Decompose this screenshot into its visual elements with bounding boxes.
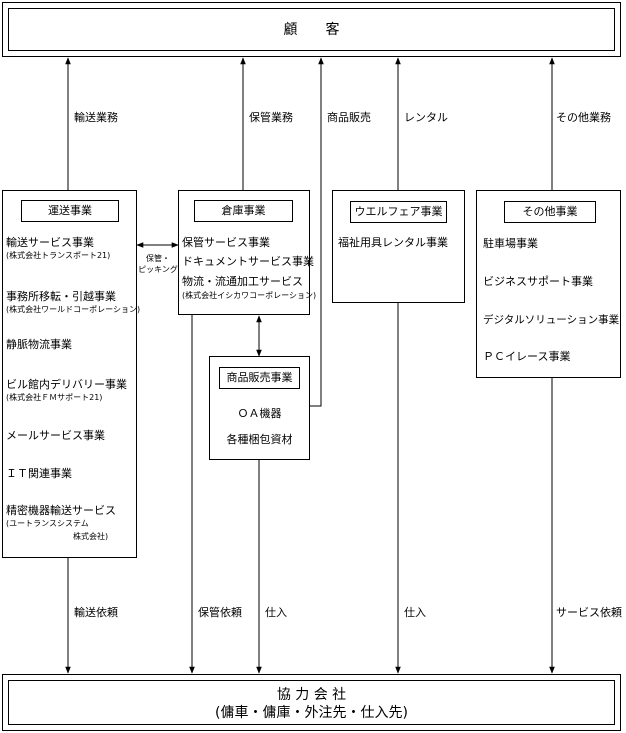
warehouse-item-1: 保管サービス事業 bbox=[182, 236, 270, 249]
transport-item-2-sub: (株式会社ワールドコーポレーション) bbox=[6, 305, 141, 314]
flow-label-transport-down: 輸送依頼 bbox=[74, 606, 118, 620]
other-item-3: デジタルソリューション事業 bbox=[483, 314, 620, 326]
transport-business-title: 運送事業 bbox=[21, 200, 119, 222]
warehouse-business-box: 倉庫事業 保管サービス事業 ドキュメントサービス事業 物流・流通加工サービス (… bbox=[178, 190, 316, 315]
link-label-line2: ピッキング bbox=[138, 265, 178, 274]
transport-item-2: 事務所移転・引越事業 bbox=[6, 290, 116, 303]
welfare-business-box: ウエルフェア事業 福祉用具レンタル事業 bbox=[332, 190, 465, 303]
flow-label-rental-up: レンタル bbox=[404, 111, 448, 125]
warehouse-item-3-sub: (株式会社イシカワコーポレーション) bbox=[182, 291, 317, 300]
transport-item-5: メールサービス事業 bbox=[6, 429, 105, 442]
warehouse-business-title: 倉庫事業 bbox=[194, 200, 293, 222]
arrow-sales-to-customer bbox=[310, 57, 324, 407]
other-item-1: 駐車場事業 bbox=[483, 237, 538, 250]
flow-label-transport-up: 輸送業務 bbox=[74, 111, 118, 125]
sales-business-title: 商品販売事業 bbox=[219, 367, 300, 389]
sales-business-box: 商品販売事業 ＯＡ機器 各種梱包資材 bbox=[209, 356, 310, 460]
flow-label-purchase-welfare: 仕入 bbox=[404, 606, 426, 620]
sales-item-1: ＯＡ機器 bbox=[237, 407, 282, 420]
partner-subtitle: (傭車・傭庫・外注先・仕入先) bbox=[215, 705, 408, 721]
transport-item-4-sub: (株式会社ＦＭサポート21) bbox=[6, 393, 103, 402]
welfare-item-1: 福祉用具レンタル事業 bbox=[338, 236, 448, 249]
transport-business-box: 運送事業 輸送サービス事業 (株式会社トランスポート21) 事務所移転・引越事業… bbox=[2, 190, 141, 558]
flow-label-storage-down: 保管依頼 bbox=[198, 606, 242, 620]
partner-box: 協 力 会 社 (傭車・傭庫・外注先・仕入先) bbox=[2, 674, 621, 731]
customer-label: 顧 客 bbox=[283, 22, 340, 38]
welfare-business-title: ウエルフェア事業 bbox=[350, 201, 447, 223]
flow-label-storage-up: 保管業務 bbox=[249, 111, 293, 125]
flow-label-purchase-sales: 仕入 bbox=[265, 606, 287, 620]
warehouse-item-2: ドキュメントサービス事業 bbox=[182, 255, 314, 268]
flow-label-other-up: その他業務 bbox=[556, 111, 611, 125]
transport-item-4: ビル館内デリバリー事業 bbox=[6, 378, 127, 391]
transport-item-7: 精密機器輸送サービス bbox=[6, 504, 116, 517]
customer-box: 顧 客 bbox=[2, 2, 621, 57]
transport-item-1-sub: (株式会社トランスポート21) bbox=[6, 251, 111, 260]
other-item-2: ビジネスサポート事業 bbox=[483, 275, 593, 288]
other-business-box: その他事業 駐車場事業 ビジネスサポート事業 デジタルソリューション事業 ＰＣイ… bbox=[476, 190, 621, 378]
transport-item-7-sub2: 株式会社) bbox=[73, 532, 109, 541]
other-item-4: ＰＣイレース事業 bbox=[483, 350, 571, 363]
warehouse-item-3: 物流・流通加工サービス bbox=[182, 275, 303, 288]
other-business-title: その他事業 bbox=[504, 201, 596, 223]
flow-label-service-down: サービス依頼 bbox=[556, 606, 622, 620]
transport-item-6: ＩＴ関連事業 bbox=[6, 467, 72, 480]
transport-item-3: 静脈物流事業 bbox=[6, 338, 72, 351]
link-label-line1: 保管・ bbox=[146, 254, 170, 263]
transport-item-1: 輸送サービス事業 bbox=[6, 236, 94, 249]
transport-item-7-sub: (ユートランスシステム bbox=[6, 519, 89, 528]
flow-label-sales-up: 商品販売 bbox=[327, 111, 371, 125]
partner-title: 協 力 会 社 bbox=[276, 687, 347, 703]
sales-item-2: 各種梱包資材 bbox=[226, 433, 293, 446]
